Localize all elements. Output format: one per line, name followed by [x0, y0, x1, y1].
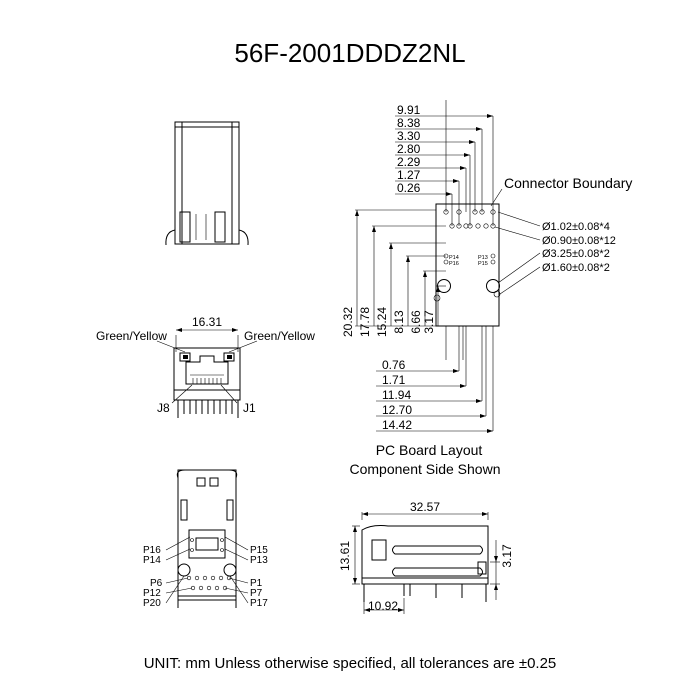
pin-p12: P12	[143, 588, 161, 599]
pin-label-j1: J1	[243, 401, 256, 415]
pcb-label-p14: P14	[449, 255, 459, 261]
side-legs	[363, 584, 487, 602]
top-dim-2-29: 2.29	[397, 155, 421, 169]
hole-spec-4: Ø1.60±0.08*2	[542, 262, 610, 274]
front-view: 16.31	[96, 315, 315, 418]
bottom-pin-grid	[186, 575, 232, 591]
vert-dim-20-32: 20.32	[341, 307, 355, 337]
side-view: 32.57 13.61 3.17 10.92	[338, 500, 514, 614]
vert-dim-17-78: 17.78	[358, 307, 372, 337]
bot-dim-11-94: 11.94	[382, 388, 411, 402]
bottom-dimension-stack	[376, 326, 494, 433]
units-footer: UNIT: mm Unless otherwise specified, all…	[144, 655, 557, 672]
pin-p16: P16	[143, 545, 161, 556]
vert-dim-15-24: 15.24	[375, 307, 389, 337]
vert-dim-3-17: 3.17	[422, 310, 436, 334]
bot-dim-14-42: 14.42	[382, 418, 412, 432]
side-height-dim: 13.61	[338, 541, 352, 571]
pcb-vertical-ext	[445, 326, 494, 360]
bottom-view: P16 P14 P6 P12 P20 P15 P13 P1 P7 P17	[143, 469, 268, 609]
pin-p20: P20	[143, 598, 161, 609]
drawing-title: 56F-2001DDDZ2NL	[234, 38, 465, 68]
pin-p7: P7	[250, 588, 263, 599]
pcb-caption-line2: Component Side Shown	[350, 461, 501, 477]
pin-p6: P6	[150, 578, 163, 589]
bot-dim-12-70: 12.70	[382, 403, 412, 417]
pin-p17: P17	[250, 598, 268, 609]
pin-p15: P15	[250, 545, 268, 556]
hole-spec-2: Ø0.90±0.08*12	[542, 235, 616, 247]
hole-spec-leaders	[494, 211, 541, 295]
hole-spec-3: Ø3.25±0.08*2	[542, 248, 610, 260]
pin-p14: P14	[143, 555, 161, 566]
bot-dim-0-76: 0.76	[382, 358, 406, 372]
hole-spec-1: Ø1.02±0.08*4	[542, 221, 610, 233]
vertical-dimension-stack	[355, 209, 446, 327]
bot-dim-1-71: 1.71	[382, 373, 406, 387]
pcb-holes	[433, 209, 501, 302]
vert-dim-8-13: 8.13	[392, 310, 406, 334]
pcb-caption-line1: PC Board Layout	[376, 442, 483, 458]
front-legs	[177, 400, 239, 418]
top-dim-0-26: 0.26	[397, 181, 421, 195]
top-dim-8-38: 8.38	[397, 116, 421, 130]
top-dim-2-80: 2.80	[397, 142, 421, 156]
contact-pins	[192, 378, 222, 384]
pcb-layout: 9.91 8.38 3.30 2.80 2.29 1.27 0.26	[341, 100, 632, 477]
vert-dim-6-66: 6.66	[409, 310, 423, 334]
top-dim-9-91: 9.91	[397, 103, 421, 117]
top-dim-1-27: 1.27	[397, 168, 421, 182]
pin-label-j8: J8	[157, 401, 170, 415]
led-label-right: Green/Yellow	[244, 329, 315, 343]
side-standoff-dim: 3.17	[500, 544, 514, 568]
pin-p13: P13	[250, 555, 268, 566]
top-dimension-stack	[395, 100, 494, 226]
pcb-label-p16: P16	[449, 261, 459, 267]
pcb-label-p13: P13	[478, 255, 488, 261]
led-label-left: Green/Yellow	[96, 329, 167, 343]
front-width-dim: 16.31	[192, 315, 222, 329]
top-view	[165, 121, 249, 246]
top-dim-3-30: 3.30	[397, 129, 421, 143]
side-offset-dim: 10.92	[368, 599, 398, 613]
connector-boundary-label: Connector Boundary	[504, 175, 632, 191]
pin-p1: P1	[250, 578, 263, 589]
pcb-label-p15: P15	[478, 261, 488, 267]
side-length-dim: 32.57	[410, 500, 440, 514]
